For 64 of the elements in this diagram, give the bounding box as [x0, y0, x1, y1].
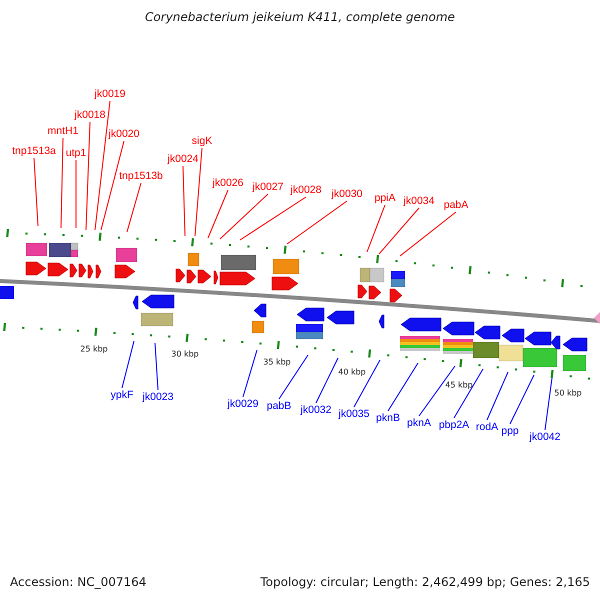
gene-label: ppiA	[374, 192, 396, 204]
leader-line	[182, 166, 186, 236]
leader-line	[86, 122, 90, 230]
gene-label: pabB	[266, 400, 292, 412]
leader-line	[354, 360, 380, 408]
leader-line	[194, 148, 202, 236]
leader-line	[126, 182, 142, 232]
gene-label: jk0034	[404, 195, 434, 207]
leader-line	[400, 212, 456, 256]
scale-label: 25 kbp	[80, 344, 108, 354]
gene-label: rodA	[476, 421, 498, 433]
gene-label: pknA	[407, 417, 431, 429]
leader-line	[278, 354, 308, 400]
leader-line	[286, 200, 348, 244]
footer-text: Accession: NC_007164	[10, 575, 146, 589]
scale-label: 50 kbp	[554, 388, 582, 398]
gene-label: pabA	[444, 199, 468, 211]
leader-line	[388, 362, 418, 412]
leader-line	[366, 204, 386, 252]
leader-line	[242, 350, 258, 398]
scale-label: 40 kbp	[338, 368, 366, 376]
leader-line	[34, 158, 38, 226]
footer-text: Topology: circular; Length: 2,462,499 bp; Genes: 2,165	[260, 575, 590, 589]
leader-line	[240, 196, 306, 240]
leader-line	[220, 194, 268, 240]
gene-label: jk0042	[530, 431, 560, 443]
gene-label: tnp1513b	[119, 170, 163, 182]
gene-label: sigK	[192, 135, 212, 147]
gene-label: jk0020	[108, 128, 140, 140]
gene-label: jk0019	[94, 88, 126, 100]
leader-line	[94, 100, 110, 230]
leader-line	[208, 190, 228, 238]
leader-line	[378, 208, 420, 254]
gene-label: ppp	[501, 425, 519, 437]
leader-line	[60, 138, 64, 228]
leader-line	[544, 378, 552, 430]
gene-label: jk0030	[332, 188, 362, 200]
gene-label: jk0026	[212, 177, 244, 189]
gene-label: tnp1513a	[12, 145, 56, 157]
scale-label: 30 kbp	[171, 350, 199, 358]
gene-label: ypkF	[110, 389, 134, 401]
scale-label: 35 kbp	[263, 358, 291, 366]
scale-label: 45 kbp	[445, 380, 473, 390]
leader-line	[418, 366, 456, 416]
gene-label: pbp2A	[438, 419, 470, 431]
gene-label: mntH1	[48, 125, 78, 137]
leader-line	[122, 340, 134, 388]
gene-label: jk0024	[168, 153, 198, 165]
leader-line	[486, 372, 508, 420]
gene-label: jk0035	[338, 408, 370, 420]
gene-label: jk0028	[290, 184, 322, 196]
gene-label: jk0032	[300, 404, 332, 416]
gene-label: jk0029	[228, 398, 258, 410]
gene-label: pknB	[376, 412, 400, 424]
gene-label: jk0023	[142, 391, 174, 403]
leader-line	[510, 374, 534, 424]
map-title: Corynebacterium jeikeium K411, complete genome	[145, 10, 455, 24]
gene-label: jk0018	[74, 109, 106, 121]
gene-label: jk0027	[252, 181, 284, 193]
leader-line	[454, 368, 484, 418]
leader-line	[100, 140, 124, 230]
gene-label: utp1	[66, 147, 86, 159]
leader-line	[316, 358, 338, 404]
leader-line	[154, 342, 158, 390]
